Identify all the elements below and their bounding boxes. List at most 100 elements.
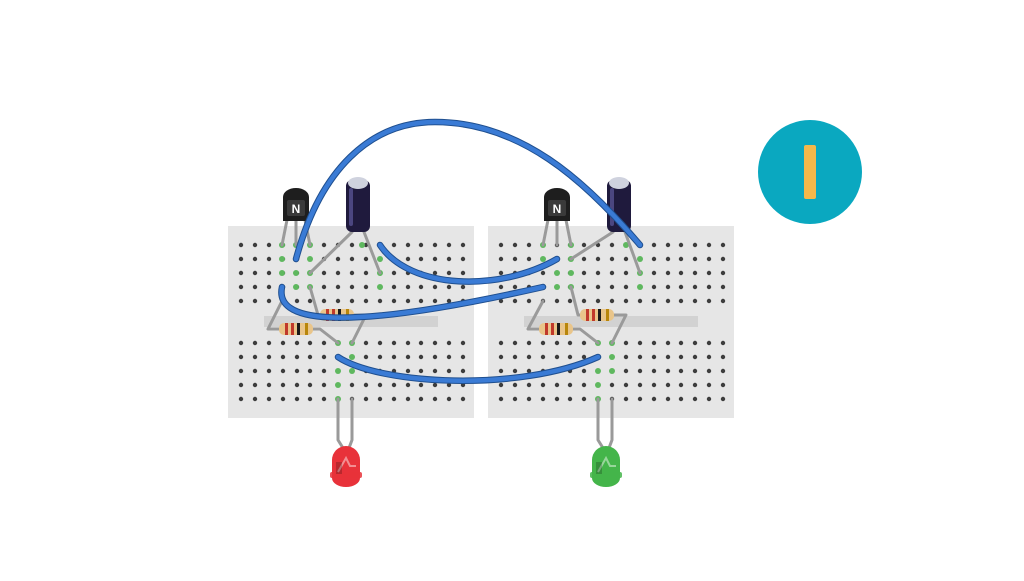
hole [307, 382, 313, 388]
hole [405, 396, 411, 402]
hole [252, 354, 258, 360]
active-hole [279, 270, 285, 276]
hole [280, 396, 286, 402]
hole [335, 256, 341, 262]
hole [446, 284, 452, 290]
hole [405, 298, 411, 304]
active-hole [609, 354, 615, 360]
active-hole [637, 284, 643, 290]
hole [460, 270, 466, 276]
hole [391, 298, 397, 304]
hole [294, 340, 300, 346]
hole [637, 298, 643, 304]
transistor-label: N [553, 202, 562, 216]
hole [651, 270, 657, 276]
hole [418, 368, 424, 374]
hole [307, 354, 313, 360]
capacitor-leg [623, 230, 642, 275]
hole [595, 298, 601, 304]
hole [432, 256, 438, 262]
hole [418, 242, 424, 248]
hole [623, 396, 629, 402]
hole [266, 382, 272, 388]
hole [665, 298, 671, 304]
hole [692, 284, 698, 290]
hole [460, 256, 466, 262]
led-leg [336, 397, 345, 450]
hole [665, 270, 671, 276]
hole [512, 284, 518, 290]
resistor-band [285, 323, 288, 335]
hole [567, 354, 573, 360]
hole [651, 382, 657, 388]
hole [432, 354, 438, 360]
hole [498, 340, 504, 346]
hole [692, 368, 698, 374]
hole [623, 298, 629, 304]
hole [665, 340, 671, 346]
active-hole [595, 382, 601, 388]
hole [498, 382, 504, 388]
hole [238, 256, 244, 262]
hole [498, 270, 504, 276]
hole [418, 298, 424, 304]
hole [512, 340, 518, 346]
hole [526, 256, 532, 262]
hole [405, 340, 411, 346]
hole [706, 382, 712, 388]
hole [623, 382, 629, 388]
hole [446, 256, 452, 262]
hole [526, 298, 532, 304]
hole [307, 396, 313, 402]
wire-arch [292, 118, 644, 263]
capacitor-leg [308, 230, 354, 275]
hole [266, 396, 272, 402]
active-hole [377, 284, 383, 290]
resistor-band [606, 309, 609, 321]
step-one-icon [804, 145, 816, 199]
active-hole [554, 284, 560, 290]
hole [252, 256, 258, 262]
hole [665, 368, 671, 374]
hole [692, 298, 698, 304]
hole [706, 354, 712, 360]
active-hole [279, 256, 285, 262]
hole [581, 396, 587, 402]
hole [321, 368, 327, 374]
hole [595, 270, 601, 276]
hole [554, 354, 560, 360]
hole [363, 270, 369, 276]
hole [252, 396, 258, 402]
hole [446, 242, 452, 248]
hole [498, 368, 504, 374]
hole [567, 396, 573, 402]
hole [405, 284, 411, 290]
hole [692, 354, 698, 360]
hole [581, 242, 587, 248]
hole [567, 340, 573, 346]
hole [294, 382, 300, 388]
hole [238, 270, 244, 276]
hole [720, 368, 726, 374]
hole [294, 354, 300, 360]
led-anvil [596, 462, 602, 474]
hole [252, 270, 258, 276]
hole [706, 270, 712, 276]
center-channel [524, 316, 698, 327]
resistor-band [586, 309, 589, 321]
resistor-band [557, 323, 560, 335]
hole [512, 354, 518, 360]
red-led [330, 446, 362, 487]
hole [363, 382, 369, 388]
resistor-band [305, 323, 308, 335]
hole [512, 242, 518, 248]
hole [678, 340, 684, 346]
hole [266, 298, 272, 304]
hole [512, 382, 518, 388]
hole [377, 340, 383, 346]
hole [238, 340, 244, 346]
hole [678, 256, 684, 262]
active-hole [335, 368, 341, 374]
hole [609, 284, 615, 290]
